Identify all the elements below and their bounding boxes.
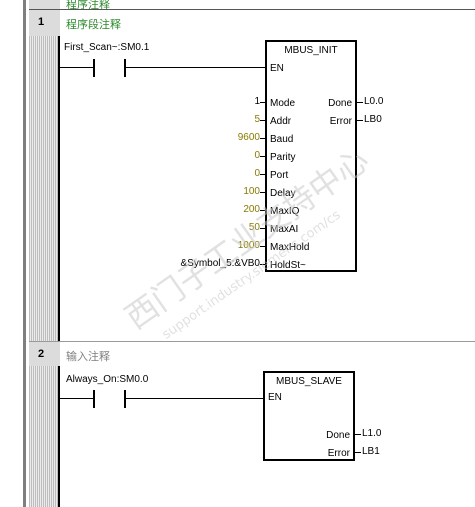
value-addr[interactable]: 5 [254,114,260,125]
pin-done-label: Done [328,98,352,109]
pin-maxai-label: MaxAI [270,224,299,235]
no-contact-1-left[interactable] [93,59,95,77]
separator [29,9,475,10]
value-maxai[interactable]: 50 [248,222,260,233]
no-contact-1-right[interactable] [124,59,126,77]
value-maxiq[interactable]: 200 [243,204,260,215]
value-port[interactable]: 0 [254,168,260,179]
mbus-slave-block[interactable]: MBUS_SLAVE EN Done Error [263,371,355,461]
program-comment[interactable]: 程序注释 [66,0,110,11]
en-pin-label: EN [268,392,282,403]
mbus-init-title: MBUS_INIT [284,45,338,56]
network-2-header[interactable] [29,342,60,366]
stub-baud [260,138,266,139]
separator [29,341,475,342]
pin-parity-label: Parity [270,152,296,163]
rung-wire-1a [60,67,93,68]
left-margin-bar [23,0,26,507]
stub-delay [260,192,266,193]
pin-baud-label: Baud [270,134,294,145]
pin-port-label: Port [270,170,289,181]
pin-done-label: Done [326,430,350,441]
stub-maxiq [260,210,266,211]
stub-maxhold [260,246,266,247]
stub-maxai [260,228,266,229]
stub-mode [260,102,266,103]
stub-port [260,174,266,175]
output-error-2[interactable]: LB1 [362,446,380,457]
stub-holdst [260,264,266,265]
value-maxhold[interactable]: 1000 [237,240,260,251]
network-1-header[interactable] [29,10,60,36]
pin-error-label: Error [327,448,350,459]
pin-addr-label: Addr [270,116,292,127]
stub-addr [260,120,266,121]
network-2-number: 2 [38,348,45,360]
network-1-comment[interactable]: 程序段注释 [66,19,121,31]
rung-wire-2a [60,398,93,399]
stub-done-1 [357,102,363,103]
no-contact-2-right[interactable] [124,390,126,408]
network-1-number: 1 [38,16,45,28]
contact-label-1: First_Scan~:SM0.1 [64,42,150,53]
pin-mode-label: Mode [270,98,296,109]
pin-error-label: Error [329,116,352,127]
contact-label-2: Always_On:SM0.0 [66,374,149,385]
output-done-1[interactable]: L0.0 [364,96,384,107]
pin-maxhold-label: MaxHold [270,242,310,253]
value-parity[interactable]: 0 [254,150,260,161]
rung-wire-2b [126,398,264,399]
network-2-comment[interactable]: 输入注释 [66,351,110,363]
network-1-gutter [29,36,60,341]
stub-error-1 [357,120,363,121]
network-1-power-rail [58,36,60,341]
output-error-1[interactable]: LB0 [364,114,382,125]
network-2-gutter [29,366,60,507]
pin-delay-label: Delay [270,188,296,199]
rung-wire-1b [126,67,266,68]
pin-maxiq-label: MaxIQ [270,206,300,217]
gutter-header [29,0,60,10]
no-contact-2-left[interactable] [93,390,95,408]
en-pin-label: EN [270,63,284,74]
mbus-slave-title: MBUS_SLAVE [276,376,342,387]
network-2-power-rail [58,366,60,507]
value-delay[interactable]: 100 [243,186,260,197]
stub-parity [260,156,266,157]
pin-holdst-label: HoldSt~ [270,260,306,271]
stub-done-2 [355,434,361,435]
stub-error-2 [355,452,361,453]
value-mode[interactable]: 1 [254,96,260,107]
value-baud[interactable]: 9600 [237,132,260,143]
mbus-init-block[interactable]: MBUS_INIT EN Mode Addr Baud Parity Port … [265,40,357,272]
output-done-2[interactable]: L1.0 [362,428,382,439]
value-holdst[interactable]: &Symbol_5:&VB0 [180,258,261,269]
